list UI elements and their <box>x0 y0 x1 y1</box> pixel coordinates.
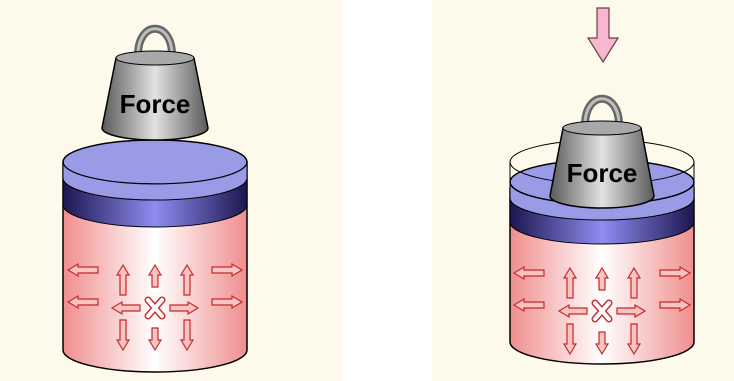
piston-diagram-after: Force <box>432 0 734 381</box>
panel-after: Force <box>432 0 734 381</box>
force-label: Force <box>567 158 638 188</box>
force-label: Force <box>120 89 191 119</box>
panel-before: Force <box>0 0 342 381</box>
piston-diagram-before: Force <box>0 0 342 381</box>
